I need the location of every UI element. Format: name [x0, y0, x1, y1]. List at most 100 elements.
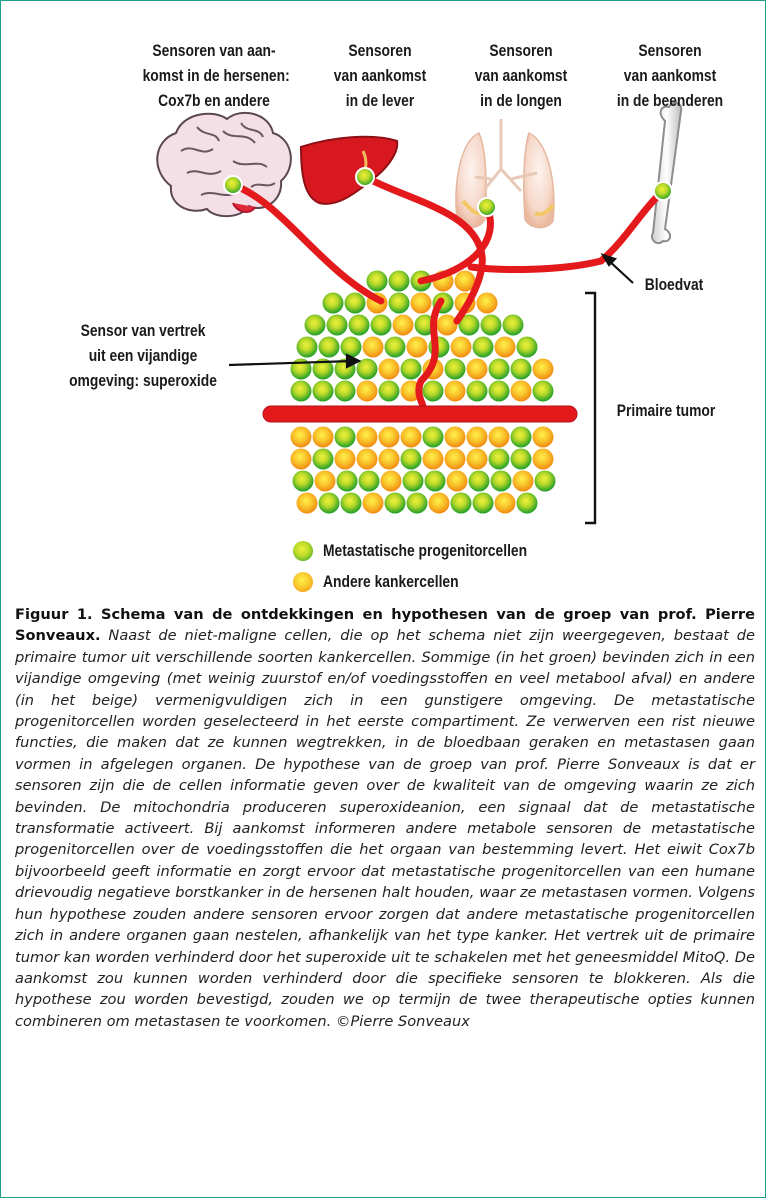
- tumor-cell: [388, 292, 410, 314]
- tumor-cell: [494, 492, 516, 514]
- tumor-cell: [466, 448, 488, 470]
- tumor-cell: [378, 380, 400, 402]
- tumor-cell: [322, 292, 344, 314]
- label-blood-vessel: Bloedvat: [644, 276, 704, 294]
- tumor-cell: [476, 292, 498, 314]
- tumor-cell: [402, 470, 424, 492]
- tumor-cell: [532, 380, 554, 402]
- tumor-cell: [488, 426, 510, 448]
- tumor-cell: [468, 470, 490, 492]
- tumor-cell: [444, 358, 466, 380]
- tumor-cell: [356, 426, 378, 448]
- tumor-cell: [336, 470, 358, 492]
- tumor-cell: [444, 448, 466, 470]
- tumor-cell: [312, 380, 334, 402]
- tumor-cell: [340, 492, 362, 514]
- tumor-cells: [290, 270, 556, 514]
- tumor-cell: [400, 448, 422, 470]
- tumor-cell: [366, 270, 388, 292]
- tumor-cell: [458, 314, 480, 336]
- tumor-cell: [378, 448, 400, 470]
- green-cell-icon: [293, 541, 313, 561]
- figure-caption: Figuur 1. Schema van de ontdekkingen en …: [15, 604, 755, 1032]
- liver-icon: [299, 135, 399, 205]
- tumor-cell: [400, 358, 422, 380]
- tumor-cell: [362, 492, 384, 514]
- label-brain-sensor: Sensoren van aan- komst in de hersenen: …: [142, 42, 290, 110]
- caption-body: Naast de niet-maligne cellen, die op het…: [15, 627, 755, 1030]
- tumor-cell: [450, 336, 472, 358]
- tumor-cell: [406, 492, 428, 514]
- tumor-cell: [516, 492, 538, 514]
- tumor-cell: [510, 426, 532, 448]
- tumor-cell: [488, 358, 510, 380]
- tumor-cell: [516, 336, 538, 358]
- tumor-cell: [444, 426, 466, 448]
- tumor-cell: [334, 448, 356, 470]
- tumor-cell: [290, 380, 312, 402]
- legend-item-progenitor: Metastatische progenitorcellen: [293, 541, 566, 561]
- tumor-cell: [436, 314, 458, 336]
- tumor-cell: [454, 270, 476, 292]
- tumor-cell: [344, 292, 366, 314]
- metastasis-diagram: [156, 101, 683, 525]
- tumor-cell: [312, 358, 334, 380]
- tumor-cell: [494, 336, 516, 358]
- tumor-cell: [450, 492, 472, 514]
- tumor-cell: [318, 336, 340, 358]
- tumor-cell: [356, 380, 378, 402]
- tumor-cell: [290, 426, 312, 448]
- tumor-cell: [502, 314, 524, 336]
- tumor-cell: [428, 492, 450, 514]
- tumor-cell: [314, 470, 336, 492]
- tumor-cell: [532, 358, 554, 380]
- tumor-cell: [378, 358, 400, 380]
- label-bone-sensor: Sensoren van aankomst in de beenderen: [616, 42, 724, 110]
- tumor-cell: [422, 380, 444, 402]
- tumor-cell: [532, 426, 554, 448]
- label-departure-sensor: Sensor van vertrek uit een vijandige omg…: [69, 322, 217, 390]
- tumor-cell: [384, 492, 406, 514]
- tumor-cell: [334, 426, 356, 448]
- pointer-arrows: [228, 253, 634, 369]
- tumor-cell: [388, 270, 410, 292]
- tumor-cell: [312, 448, 334, 470]
- tumor-cell: [488, 380, 510, 402]
- tumor-cell: [466, 380, 488, 402]
- tumor-cell: [370, 314, 392, 336]
- tumor-cell: [444, 380, 466, 402]
- tumor-cell: [472, 492, 494, 514]
- tumor-cell: [362, 336, 384, 358]
- brain-icon: [156, 111, 292, 218]
- tumor-cell: [406, 336, 428, 358]
- tumor-cell: [422, 448, 444, 470]
- tumor-cell: [480, 314, 502, 336]
- tumor-cell: [318, 492, 340, 514]
- tumor-cell: [334, 380, 356, 402]
- tumor-cell: [510, 358, 532, 380]
- tumor-cell: [296, 492, 318, 514]
- tumor-cell: [380, 470, 402, 492]
- tumor-cell: [512, 470, 534, 492]
- label-primary-tumor: Primaire tumor: [616, 402, 716, 420]
- tumor-cell: [326, 314, 348, 336]
- tumor-cell: [466, 426, 488, 448]
- tumor-cell: [290, 448, 312, 470]
- tumor-cell: [340, 336, 362, 358]
- tumor-cell: [424, 470, 446, 492]
- tumor-cell: [446, 470, 468, 492]
- tumor-cell: [488, 448, 510, 470]
- tumor-cell: [292, 470, 314, 492]
- tumor-cell: [358, 470, 380, 492]
- label-lung-sensor: Sensoren van aankomst in de longen: [474, 42, 568, 110]
- tumor-cell: [312, 426, 334, 448]
- tumor-cell: [304, 314, 326, 336]
- sensor-dots: [223, 167, 673, 217]
- tumor-bracket: [585, 291, 597, 525]
- label-liver-sensor: Sensoren van aankomst in de lever: [333, 42, 427, 110]
- tumor-cell: [392, 314, 414, 336]
- lungs-icon: [455, 119, 555, 229]
- tumor-cell: [510, 448, 532, 470]
- tumor-cell: [384, 336, 406, 358]
